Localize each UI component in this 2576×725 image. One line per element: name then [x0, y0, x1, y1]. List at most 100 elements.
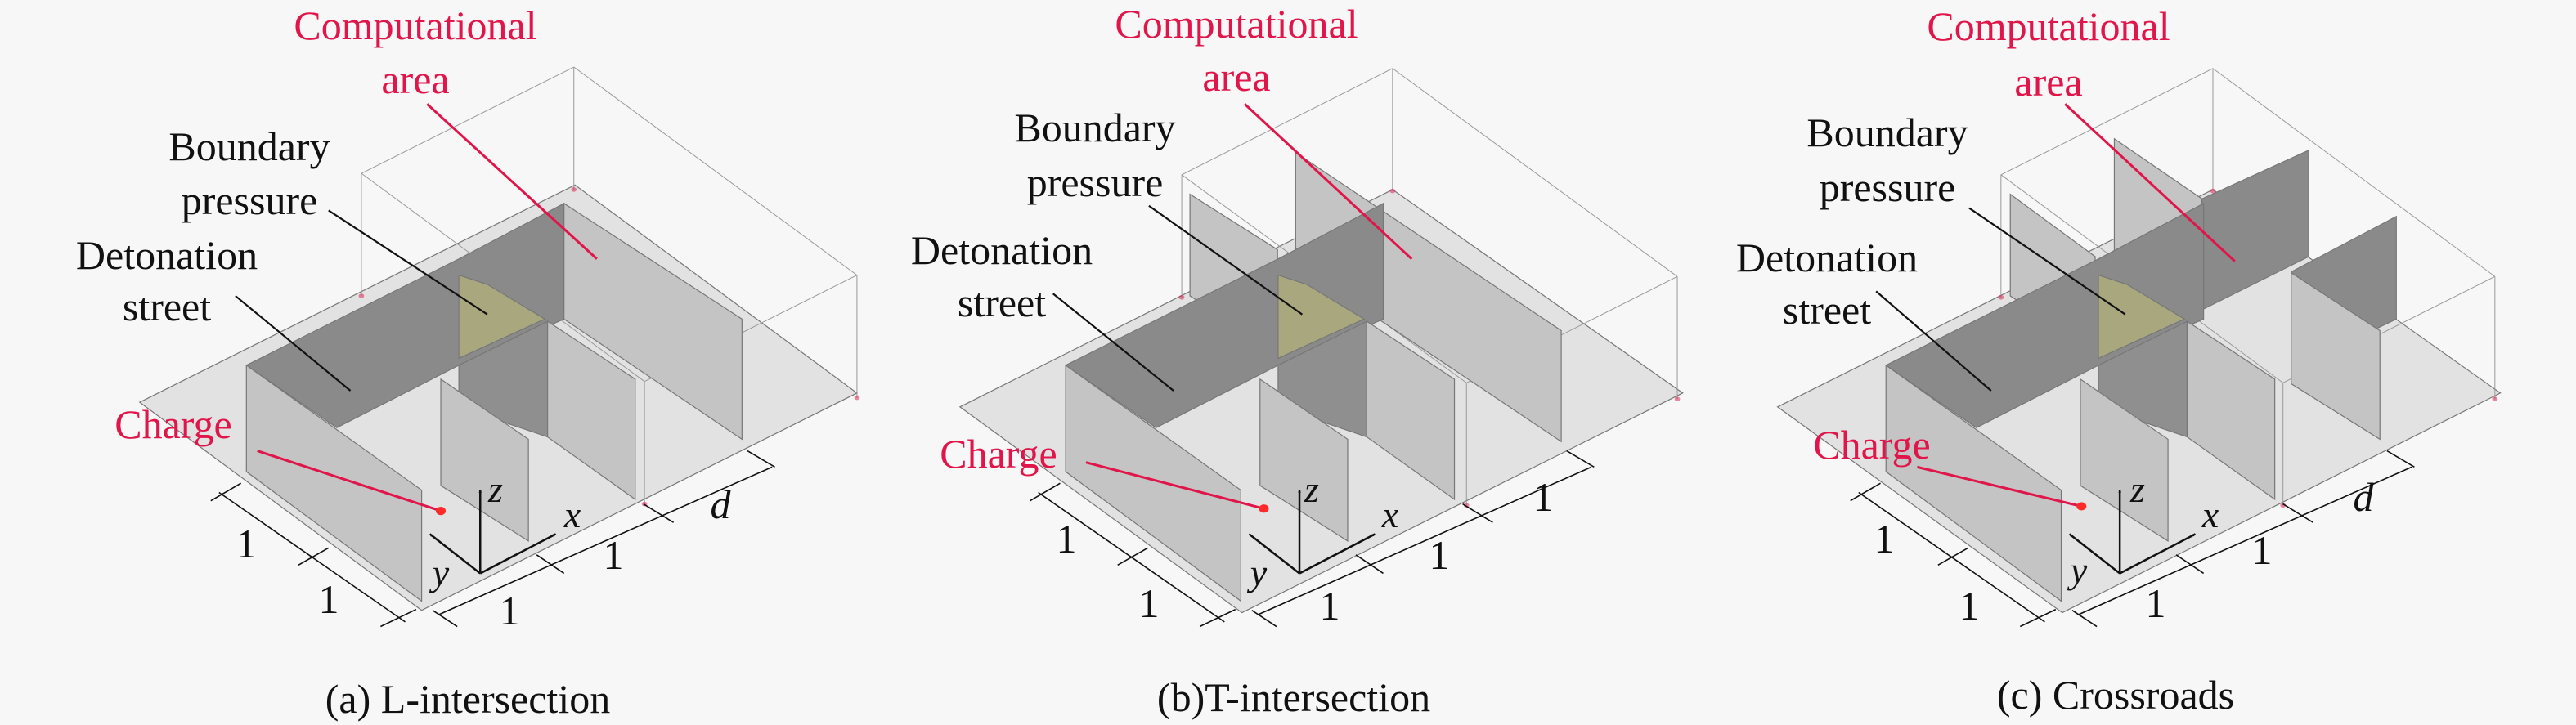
axis-x-label: x	[563, 494, 581, 535]
dimension-tick	[1356, 555, 1383, 574]
axis-x-arrow	[2120, 534, 2195, 573]
computational-area-box-edge	[361, 67, 574, 173]
axis-z-label: z	[2129, 468, 2145, 510]
dimension-tick	[2020, 610, 2056, 627]
panel-caption: (b)T-intersection	[1157, 674, 1430, 720]
charge-point	[2076, 502, 2087, 511]
boundary-pressure-leader	[329, 210, 487, 314]
axis-y-arrow	[430, 534, 481, 573]
detonation-street-back-wall	[1066, 204, 1383, 427]
dimension-tick	[1851, 483, 1881, 500]
dimension-label: 1	[1533, 474, 1554, 520]
dimension-label: 1	[604, 532, 624, 578]
panel-b-geometry	[960, 69, 1683, 627]
panel-caption: (a) L-intersection	[325, 676, 610, 722]
panel-a-labels: Computational area Boundary pressure Det…	[76, 2, 732, 722]
dimension-label: 1	[2146, 580, 2166, 626]
detonation-street-label-2: street	[958, 280, 1046, 325]
dimension-tick	[2072, 611, 2097, 627]
detonation-street-label-2: street	[1783, 287, 1871, 333]
boundary-pressure-surface	[459, 275, 545, 359]
detonation-street-leader	[236, 296, 351, 391]
dimension-tick	[211, 483, 241, 500]
axis-y-label: y	[2067, 549, 2088, 591]
computational-area-label: Computational	[294, 2, 536, 48]
dimension-label: 1	[236, 521, 257, 566]
dimension-tick	[644, 504, 674, 523]
panel-caption: (c) Crossroads	[1997, 672, 2234, 718]
boundary-pressure-label-2: pressure	[1820, 164, 1956, 210]
dimension-tick	[1030, 483, 1061, 500]
boundary-pressure-surface	[2098, 275, 2184, 359]
detonation-street-label: Detonation	[911, 227, 1093, 273]
detonation-street-label-2: street	[123, 284, 211, 329]
boundary-pressure-label: Boundary	[1806, 110, 1968, 155]
dimension-line	[2078, 467, 2412, 615]
panel-b-labels: Computational area Boundary pressure Det…	[911, 1, 1554, 720]
boundary-marker	[1674, 396, 1681, 402]
axis-z-label: z	[487, 468, 503, 510]
side-street-wall	[2188, 321, 2275, 499]
dimension-label: 1	[1429, 532, 1450, 578]
boundary-marker	[358, 293, 365, 298]
dimension-tick	[380, 610, 416, 627]
dimension-tick	[1118, 548, 1148, 565]
boundary-marker	[854, 395, 860, 401]
dimension-tick	[2283, 504, 2313, 523]
charge-leader	[1917, 467, 2081, 506]
panel-c-labels: Computational area Boundary pressure Det…	[1736, 3, 2375, 718]
detonation-street-label: Detonation	[76, 232, 258, 278]
charge-label: Charge	[1813, 422, 1930, 468]
dimension-line	[438, 467, 772, 615]
dimension-label-d: d	[711, 481, 732, 527]
axis-y-arrow	[2070, 534, 2120, 573]
detonation-street-back-wall	[1886, 204, 2203, 427]
charge-point	[1259, 504, 1269, 513]
computational-area-box-edge	[2001, 69, 2213, 175]
dimension-label: 1	[500, 588, 520, 633]
boundary-marker	[1178, 294, 1185, 300]
side-street-wall	[2080, 379, 2168, 541]
dimension-tick	[1567, 451, 1594, 468]
charge-leader	[1086, 463, 1264, 509]
computational-area-box-edge	[1393, 69, 1677, 277]
charge-label: Charge	[114, 401, 231, 447]
axis-y-label: y	[429, 552, 450, 593]
dimension-label: 1	[319, 576, 339, 622]
dimension-label: 1	[1057, 516, 1077, 562]
dimension-tick	[2176, 555, 2203, 574]
panel-a-geometry	[140, 67, 860, 626]
computational-area-label: Computational	[1927, 3, 2170, 49]
axis-z-label: z	[1304, 468, 1319, 510]
boundary-marker	[1389, 188, 1396, 194]
axis-x-arrow	[1299, 534, 1375, 573]
boundary-pressure-label: Boundary	[168, 123, 330, 169]
computational-area-box-edge	[1182, 69, 1393, 175]
boundary-pressure-surface	[1278, 275, 1364, 359]
boundary-marker	[571, 187, 577, 192]
computational-area-label-2: area	[381, 56, 449, 102]
detonation-street-leader	[1876, 291, 1991, 391]
detonation-street-leader	[1053, 293, 1174, 391]
dimension-line	[1257, 467, 1591, 615]
far-right-wall	[564, 204, 743, 440]
dimension-tick	[1200, 610, 1236, 627]
charge-side-wall	[246, 365, 421, 602]
dimension-label-d: d	[2354, 474, 2375, 520]
computational-area-label: Computational	[1115, 1, 1358, 47]
dimension-label: 1	[1874, 516, 1895, 562]
dimension-tick	[1252, 611, 1277, 627]
side-street-wall	[441, 379, 528, 541]
dimension-tick	[1463, 504, 1493, 523]
boundary-pressure-label-2: pressure	[182, 177, 318, 223]
side-street-wall	[1260, 379, 1348, 541]
dimension-tick	[298, 548, 329, 565]
charge-label: Charge	[940, 431, 1057, 477]
boundary-pressure-label: Boundary	[1014, 105, 1175, 150]
boundary-pressure-leader	[1149, 206, 1302, 315]
panel-c-geometry	[1778, 69, 2501, 627]
computational-area-box-edge	[2213, 69, 2495, 277]
axis-x-label: x	[2201, 494, 2219, 535]
side-street-wall	[1367, 321, 1454, 499]
